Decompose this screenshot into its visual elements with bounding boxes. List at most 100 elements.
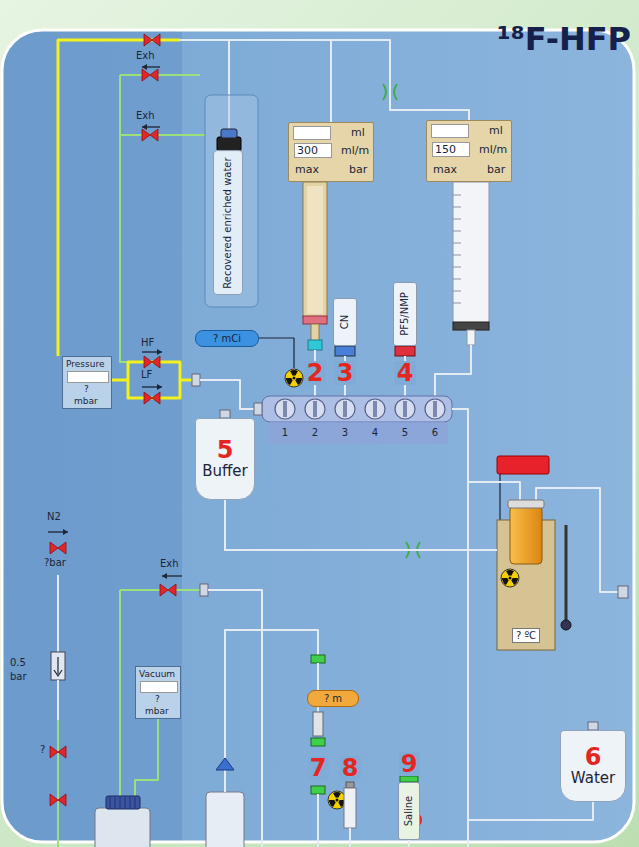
activity-badge: ? mCi — [195, 330, 259, 347]
node-text: ml/m — [341, 144, 369, 157]
tube-connector — [225, 500, 497, 550]
stopcock — [275, 399, 295, 419]
syringe-plunger — [453, 322, 489, 330]
exhaust-line — [57, 720, 59, 847]
cap-rib — [120, 797, 121, 808]
graduation — [453, 291, 461, 292]
node-text: bar — [349, 163, 367, 176]
valve-symbol — [142, 129, 158, 141]
syringe-barrel — [453, 182, 489, 330]
cartridge-body — [313, 712, 323, 736]
filter-symbol — [216, 758, 234, 770]
syringe-tip — [467, 330, 475, 345]
manifold-base — [268, 422, 448, 444]
valve-symbol — [144, 356, 160, 368]
node-text: PF5/NMP — [399, 285, 411, 343]
node-text: 300 — [294, 143, 332, 158]
bottle-cap — [106, 796, 140, 809]
cartridge-fitting — [311, 738, 325, 746]
thermometer-bulb — [561, 620, 571, 630]
callout-number: 3 — [335, 361, 356, 385]
syringe-plunger — [303, 316, 327, 324]
tube — [435, 345, 471, 398]
water-bag: 6Water — [560, 730, 626, 802]
cap-rib — [115, 797, 116, 808]
check-valve — [51, 652, 65, 680]
tube — [468, 802, 593, 820]
line-label: HF — [141, 337, 154, 349]
node-text: bar — [487, 163, 505, 176]
line-label: LF — [141, 369, 152, 381]
node-text: mbar — [74, 396, 98, 406]
valve-symbol — [142, 69, 158, 81]
node-text: ml — [351, 126, 365, 139]
radiation-blade — [511, 578, 518, 585]
vial-housing — [205, 95, 258, 307]
graduation — [453, 243, 461, 244]
callout-number: 2 — [305, 361, 326, 385]
callout-number: 9 — [399, 752, 420, 776]
vial-cap — [335, 346, 355, 356]
callout-number: 8 — [340, 756, 361, 780]
graduation — [453, 219, 461, 220]
tube — [330, 40, 332, 122]
graduation — [453, 279, 461, 280]
stopcock-handle — [403, 401, 407, 417]
thermometer — [565, 525, 568, 620]
vial-cap — [395, 346, 415, 356]
leader-line — [259, 338, 294, 368]
pressure-line — [180, 379, 192, 382]
vial-cap — [508, 500, 544, 508]
tube — [468, 482, 520, 500]
node-text: Vacuum — [139, 669, 175, 679]
node-text: max — [433, 163, 457, 176]
node-text: Pressure — [66, 359, 104, 369]
tube — [408, 840, 410, 847]
line-label: Exh — [136, 110, 155, 122]
node-text: Recovered enriched water — [222, 153, 234, 292]
line-label: bar — [10, 671, 27, 683]
radiation-symbol — [328, 791, 346, 809]
radiation-symbol — [501, 569, 519, 587]
port-number: 2 — [312, 427, 318, 439]
vial-septum — [221, 129, 237, 138]
title: ¹⁸F-HFP — [497, 20, 631, 58]
manifold — [262, 396, 452, 422]
port-number: 4 — [372, 427, 378, 439]
stopcock-handle — [433, 401, 437, 417]
graduation — [453, 255, 461, 256]
radiation-symbol — [285, 369, 303, 387]
valve-symbol — [144, 392, 160, 404]
node-text: ml/m — [479, 143, 507, 156]
valve-symbol — [160, 584, 176, 596]
graduation — [453, 267, 461, 268]
tube — [57, 575, 59, 652]
stopcock — [425, 399, 445, 419]
line-label: 0.5 — [10, 657, 26, 669]
tube — [452, 409, 468, 847]
stopcock — [305, 399, 325, 419]
arrow-head — [142, 124, 147, 130]
exhaust-line — [120, 134, 205, 136]
tube — [224, 770, 226, 792]
node-text: 6 — [585, 745, 602, 769]
fitting — [200, 584, 208, 596]
node-text: ? — [155, 694, 160, 704]
fitting — [192, 374, 200, 386]
stopcock — [335, 399, 355, 419]
line-label: Exh — [136, 50, 155, 62]
tube — [225, 630, 318, 758]
tube — [317, 794, 319, 847]
line-label: ?bar — [44, 557, 66, 569]
reaction-vial — [510, 506, 542, 564]
node-text: Saline — [403, 785, 415, 837]
port-number: 3 — [342, 427, 348, 439]
node-text: ml — [489, 124, 503, 137]
syringe-barrel — [344, 788, 356, 828]
syringe-fitting — [308, 340, 322, 350]
recovery-vial: Recovered enriched water — [213, 150, 243, 295]
activity-display — [497, 456, 549, 474]
tube — [200, 380, 262, 409]
syringe-display: ml300ml/mmaxbar — [288, 122, 374, 182]
display-field — [431, 124, 469, 138]
